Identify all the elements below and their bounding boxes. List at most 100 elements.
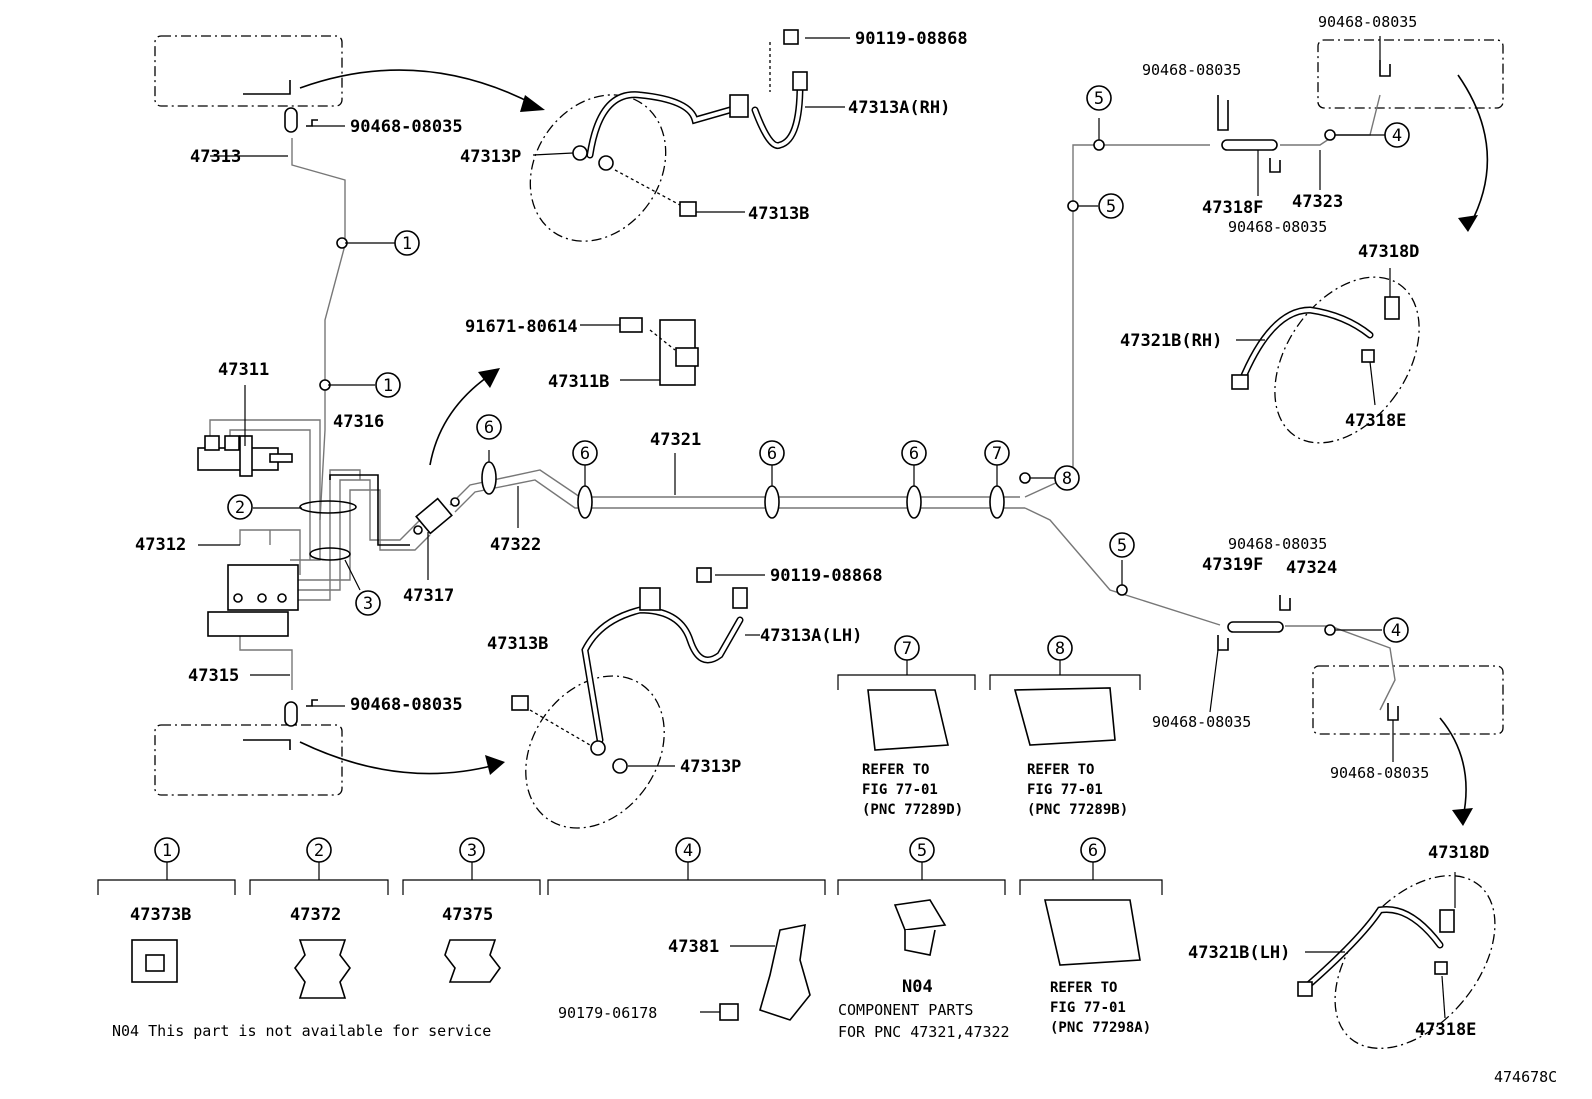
legend-callout-7 <box>894 635 920 661</box>
label-47311b: 47311B <box>548 372 609 392</box>
label-47318d-b: 47318D <box>1428 843 1489 863</box>
bracket-47311b <box>619 317 699 386</box>
clamp-ref-6 <box>1043 899 1141 966</box>
label-47323: 47323 <box>1292 192 1343 212</box>
svg-text:8: 8 <box>1062 469 1072 489</box>
svg-text:6: 6 <box>909 444 919 464</box>
ref-6-line2: FIG 77-01 <box>1050 1000 1126 1016</box>
label-90468-g: 90468-08035 <box>1152 713 1251 731</box>
frame-bottom-right <box>1312 665 1504 735</box>
label-90468-h: 90468-08035 <box>1330 764 1429 782</box>
svg-text:4: 4 <box>1392 126 1402 146</box>
svg-text:3: 3 <box>467 841 477 861</box>
svg-text:6: 6 <box>1088 841 1098 861</box>
label-47324: 47324 <box>1286 558 1337 578</box>
label-47316: 47316 <box>333 412 384 432</box>
label-47373b: 47373B <box>130 905 191 925</box>
label-90468-c: 90468-08035 <box>1142 61 1241 79</box>
svg-text:4: 4 <box>683 841 693 861</box>
note-not-available: N04 This part is not available for servi… <box>112 1022 491 1040</box>
svg-text:6: 6 <box>580 444 590 464</box>
hose-47313a-lh <box>581 567 748 744</box>
clamp-ref-7 <box>867 689 949 751</box>
clamp-47375 <box>444 939 501 983</box>
frame-top-left <box>154 35 343 107</box>
master-cylinder-47311 <box>197 435 293 477</box>
label-47321: 47321 <box>650 430 701 450</box>
hose-47321b-lh <box>1297 905 1455 997</box>
clamp-2 <box>299 500 357 514</box>
clip-7 <box>989 485 1005 519</box>
svg-text:5: 5 <box>1117 536 1127 556</box>
label-90468-f: 90468-08035 <box>1228 535 1327 553</box>
legend-callout-8 <box>1047 635 1073 661</box>
callout-6-d <box>901 440 927 466</box>
detail-ellipse-front-rh <box>529 94 667 242</box>
label-47322: 47322 <box>490 535 541 555</box>
ref-6-line1: REFER TO <box>1050 980 1117 996</box>
label-47312: 47312 <box>135 535 186 555</box>
union-47317 <box>413 497 460 535</box>
svg-text:7: 7 <box>992 444 1002 464</box>
label-47313: 47313 <box>190 147 241 167</box>
label-90179: 90179-06178 <box>558 1004 657 1022</box>
frame-bottom-left <box>154 724 343 796</box>
label-47375: 47375 <box>442 905 493 925</box>
label-47313b-b: 47313B <box>487 634 548 654</box>
callout-8 <box>1054 465 1080 491</box>
svg-text:5: 5 <box>1094 89 1104 109</box>
label-90468-b: 90468-08035 <box>350 695 463 715</box>
svg-text:1: 1 <box>162 841 172 861</box>
callout-7 <box>984 440 1010 466</box>
brake-line-47316 <box>329 474 410 546</box>
arrow-top-right <box>1457 74 1489 226</box>
label-90119-b: 90119-08868 <box>770 566 883 586</box>
label-90468-d: 90468-08035 <box>1318 13 1417 31</box>
arrow-top-left <box>299 69 536 106</box>
svg-text:2: 2 <box>314 841 324 861</box>
legend-callout-6 <box>1080 837 1106 863</box>
frame-top-right <box>1317 39 1504 109</box>
hose-47319f <box>1227 621 1284 633</box>
label-47313b-a: 47313B <box>748 204 809 224</box>
ref-7-line2: FIG 77-01 <box>862 782 938 798</box>
callout-5-c <box>1109 532 1135 558</box>
detail-ellipse-front-lh <box>525 675 665 829</box>
brake-line-47321 <box>449 469 1020 506</box>
label-47381: 47381 <box>668 937 719 957</box>
callout-3 <box>355 590 381 616</box>
brake-line-47313 <box>291 138 346 521</box>
clamp-ref-8 <box>1013 687 1116 746</box>
svg-text:5: 5 <box>917 841 927 861</box>
label-47313a-lh: 47313A(LH) <box>760 626 862 646</box>
label-90119-a: 90119-08868 <box>855 29 968 49</box>
svg-text:3: 3 <box>363 594 373 614</box>
ref-8-line2: FIG 77-01 <box>1027 782 1103 798</box>
label-47317: 47317 <box>403 586 454 606</box>
legend-callout-3 <box>459 837 485 863</box>
label-47311: 47311 <box>218 360 269 380</box>
label-91671: 91671-80614 <box>465 317 578 337</box>
callout-5-a <box>1086 85 1112 111</box>
clamp-3 <box>309 547 351 561</box>
legend-callout-2 <box>306 837 332 863</box>
legend-callout-4 <box>675 837 701 863</box>
label-47313p-a: 47313P <box>460 147 521 167</box>
ref-8-line3: (PNC 77289B) <box>1027 802 1128 818</box>
svg-text:2: 2 <box>235 498 245 518</box>
svg-text:6: 6 <box>767 444 777 464</box>
callout-2 <box>227 494 253 520</box>
clip-6-a <box>481 461 497 495</box>
clamp-47373b <box>131 939 178 983</box>
note-component-parts: COMPONENT PARTS <box>838 1001 973 1019</box>
callout-6-a <box>476 414 502 440</box>
clamp-47372 <box>294 939 351 999</box>
label-n04: N04 <box>902 977 933 997</box>
valve-block-47312 <box>207 564 299 637</box>
ref-6-line3: (PNC 77298A) <box>1050 1020 1151 1036</box>
label-47318d-a: 47318D <box>1358 242 1419 262</box>
callout-4-a <box>1384 122 1410 148</box>
label-47319f: 47319F <box>1202 555 1263 575</box>
hose-47321b-rh <box>1231 296 1400 390</box>
clip-47381 <box>759 923 811 1021</box>
